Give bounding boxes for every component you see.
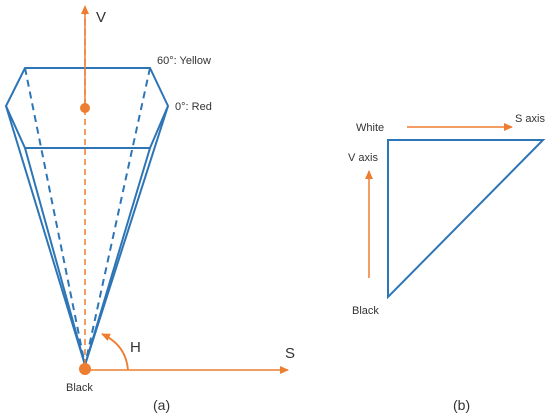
black-label-a: Black [66,382,93,394]
caption-a: (a) [153,397,170,413]
cone-edge-back-left [24,67,86,366]
s-axis-label: S [285,345,295,362]
panel-b: White S axis V axis Black (b) [348,113,545,413]
v-axis-label-b: V axis [348,152,378,164]
white-label: White [356,122,384,134]
caption-b: (b) [453,397,470,413]
s-axis-label-b: S axis [515,113,545,125]
cone-edge-left [5,105,86,366]
red-label: 0°: Red [175,101,212,113]
yellow-label: 60°: Yellow [157,55,211,67]
white-point [80,103,90,113]
black-label-b: Black [352,305,379,317]
cone-edge-front-left [24,147,86,366]
black-point [79,363,91,375]
cone-edge-right [84,105,169,366]
panel-a: V 60°: Yellow 0°: Red H S Black (a) [4,5,295,413]
v-axis-label: V [96,9,106,26]
hexcone [4,67,170,366]
vs-triangle [387,139,546,300]
h-rotation-arrow [101,333,129,371]
h-label: H [130,339,141,356]
cone-edge-back-right [84,67,151,366]
